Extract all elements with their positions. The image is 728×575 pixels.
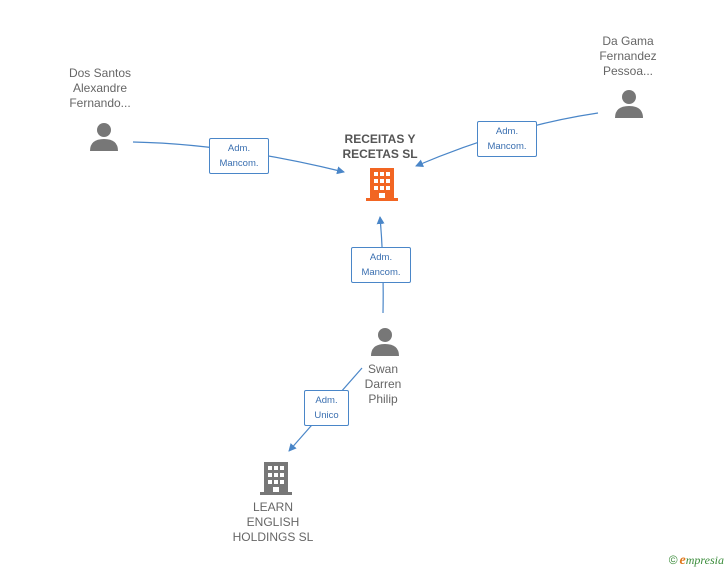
copyright-symbol: © (668, 553, 678, 567)
empresia-brand: ©empresia (669, 553, 724, 569)
person-dos-santos-name[interactable]: Dos Santos Alexandre Fernando... (68, 66, 132, 110)
person-da-gama-name[interactable]: Da Gama Fernandez Pessoa... (599, 34, 657, 78)
person-swan-name[interactable]: Swan Darren Philip (364, 362, 402, 406)
person-icon[interactable] (89, 122, 119, 152)
relation-label-da-gama[interactable]: Adm. Mancom. (477, 121, 537, 157)
relation-label-swan-main[interactable]: Adm. Mancom. (351, 247, 411, 283)
brand-name: mpresia (685, 553, 724, 567)
relation-label-dos-santos[interactable]: Adm. Mancom. (209, 138, 269, 174)
company-learn-english-name[interactable]: LEARN ENGLISH HOLDINGS SL (232, 500, 314, 544)
relation-label-swan-learn[interactable]: Adm. Unico (304, 390, 349, 426)
brand-initial: e (679, 553, 686, 568)
main-company-name[interactable]: RECEITAS Y RECETAS SL (342, 132, 418, 161)
building-icon[interactable] (366, 166, 398, 202)
person-icon[interactable] (370, 327, 400, 357)
building-icon[interactable] (260, 460, 292, 496)
person-icon[interactable] (614, 89, 644, 119)
